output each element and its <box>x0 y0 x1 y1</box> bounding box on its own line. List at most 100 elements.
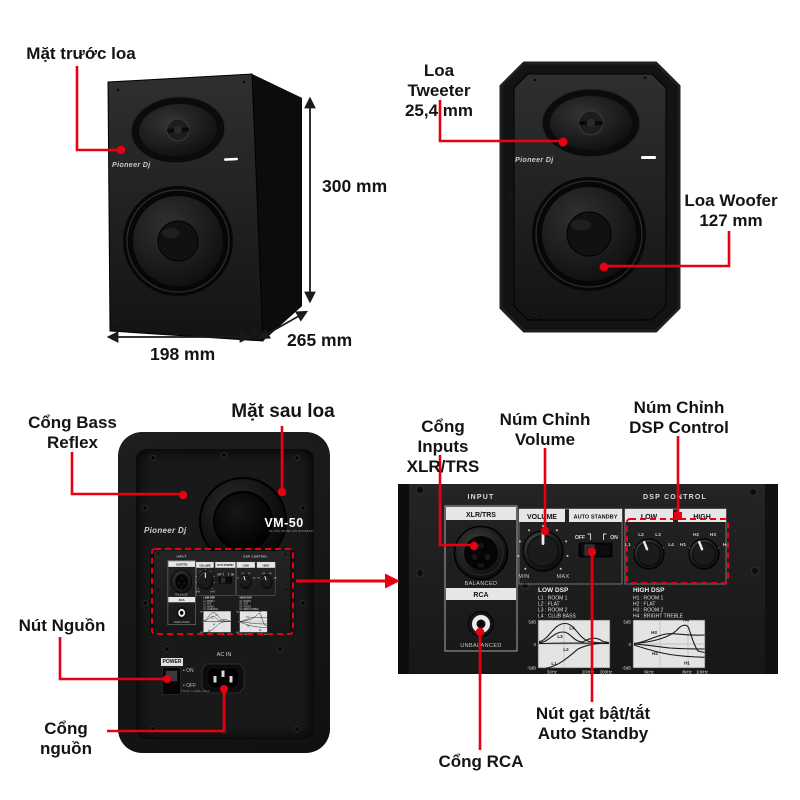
dim-height: 300 mm <box>322 176 388 196</box>
callout-front-face: Mặt trước loa <box>26 44 136 63</box>
screw <box>294 726 300 732</box>
standby-on-label: ON <box>610 535 618 541</box>
pioneer-logo: Pioneer Dj <box>112 160 151 169</box>
screw <box>221 728 227 734</box>
svg-text:-5dB: -5dB <box>527 666 536 671</box>
svg-text:L1 : ROOM 1: L1 : ROOM 1 <box>538 596 568 602</box>
screws <box>508 76 672 316</box>
screw <box>164 646 170 652</box>
screw <box>300 505 306 511</box>
svg-text:H1: H1 <box>680 542 686 548</box>
svg-text:L2: L2 <box>563 647 569 652</box>
pioneer-logo: Pioneer Dj <box>515 155 554 164</box>
unbalanced-label: UNBALANCED <box>460 643 502 649</box>
max-label: MAX <box>556 574 569 580</box>
ac-in-label: AC IN <box>216 652 232 658</box>
screw <box>150 726 156 732</box>
svg-text:L1: L1 <box>551 661 557 666</box>
screw <box>294 455 300 461</box>
svg-text:H2: H2 <box>693 532 699 538</box>
svg-text:L1: L1 <box>625 542 631 548</box>
callout-power-button: Nút Nguồn <box>18 616 106 635</box>
dim-depth: 265 mm <box>287 330 353 350</box>
callout-xlr-input: Cổng Inputs XLR/TRS <box>406 417 480 477</box>
auto-standby-switch <box>578 542 613 558</box>
svg-text:0: 0 <box>629 642 632 647</box>
svg-text:L4 : CLUB BASS: L4 : CLUB BASS <box>538 614 576 620</box>
tweeter <box>541 88 641 158</box>
svg-text:H2: H2 <box>652 651 658 656</box>
screw <box>221 452 227 458</box>
callout-back-face: Mặt sau loa <box>231 401 335 422</box>
xlr-trs-label: XLR/TRS <box>466 512 496 519</box>
input-title: INPUT <box>468 494 495 501</box>
pioneer-logo: Pioneer Dj <box>144 526 187 535</box>
svg-text:-5dB: -5dB <box>622 666 631 671</box>
woofer <box>532 177 646 291</box>
high-label: HIGH <box>693 514 711 521</box>
power-switch <box>162 667 181 695</box>
callout-ac-port: Cổng nguồn <box>40 719 92 759</box>
front-angled-speaker-illustration: Pioneer Dj <box>107 73 302 342</box>
callout-dsp-knob: Núm Chỉnh DSP Control <box>629 398 729 438</box>
svg-text:H1: H1 <box>684 661 690 666</box>
screw <box>277 646 283 652</box>
svg-text:L2 : FLAT: L2 : FLAT <box>538 602 560 608</box>
auto-standby-label: AUTO STANDBY <box>574 515 618 521</box>
indicator-slot <box>641 156 656 159</box>
screw <box>150 455 156 461</box>
tweeter <box>130 96 226 164</box>
svg-text:H4 : BRIGHT TREBLE: H4 : BRIGHT TREBLE <box>633 614 684 620</box>
volume-ticks <box>517 525 569 570</box>
high-dsp-title: HIGH DSP <box>633 587 665 594</box>
low-dsp-graph: 5dB 0 -5dB 50Hz 200Hz 300Hz L4 L3 L2 L1 <box>527 620 612 675</box>
svg-text:H3 : ROOM 2: H3 : ROOM 2 <box>633 608 664 614</box>
low-label: LOW <box>641 514 658 521</box>
callout-standby-switch: Nút gạt bật/tắt Auto Standby <box>535 704 651 744</box>
power-label: POWER <box>161 658 183 666</box>
io-panel-detail: INPUT XLR/TRS BALANCED RCA U <box>398 484 778 674</box>
svg-text:H2 : FLAT: H2 : FLAT <box>633 602 655 608</box>
svg-text:H3: H3 <box>651 630 657 635</box>
svg-text:L4: L4 <box>569 626 575 631</box>
fuse-label: FUSE T1.6AL 250V <box>181 690 210 694</box>
screw <box>142 505 148 511</box>
svg-text:5dB: 5dB <box>529 620 537 625</box>
min-label: MIN <box>518 574 529 580</box>
ac-inlet <box>201 663 245 694</box>
high-dsp-graph: 5dB 0 -5dB 6kHz 8kHz 10kHz H4 H3 H2 H1 <box>622 618 708 675</box>
svg-text:6kHz: 6kHz <box>644 670 654 675</box>
svg-text:L3: L3 <box>655 532 661 538</box>
dsp-control-title: DSP CONTROL <box>643 494 707 501</box>
svg-text:H4: H4 <box>723 542 729 548</box>
power-on-label: • ON <box>183 668 194 674</box>
xlr-trs-combo-jack <box>453 525 509 581</box>
svg-text:H3: H3 <box>710 532 716 538</box>
svg-text:L2: L2 <box>638 532 644 538</box>
panel-screws <box>415 485 760 590</box>
svg-text:L4: L4 <box>668 542 674 548</box>
indicator-slot <box>224 157 239 161</box>
callout-rca-port: Cổng RCA <box>438 752 524 771</box>
volume-label: VOLUME <box>527 514 557 521</box>
low-dsp-title: LOW DSP <box>538 587 569 594</box>
callout-bass-reflex: Cổng Bass Reflex <box>28 413 117 453</box>
balanced-label: BALANCED <box>465 581 498 587</box>
dim-width: 198 mm <box>150 344 216 364</box>
back-io-panel-mini <box>150 551 295 635</box>
svg-text:300Hz: 300Hz <box>600 670 612 675</box>
power-off-label: • OFF <box>183 683 197 689</box>
svg-text:L3: L3 <box>557 634 563 639</box>
volume-knob <box>522 530 564 572</box>
svg-text:0: 0 <box>534 642 537 647</box>
woofer <box>123 186 233 296</box>
callout-woofer: Loa Woofer 127 mm <box>684 191 778 231</box>
screw <box>142 600 148 606</box>
rca-jack <box>468 611 494 637</box>
svg-text:50Hz: 50Hz <box>547 670 557 675</box>
front-view-speaker-illustration: Pioneer Dj <box>499 61 681 333</box>
svg-text:5dB: 5dB <box>624 620 632 625</box>
model-badge: VM-50 ACTIVE MONITOR SPEAKER <box>264 516 314 533</box>
svg-text:8kHz: 8kHz <box>682 670 692 675</box>
